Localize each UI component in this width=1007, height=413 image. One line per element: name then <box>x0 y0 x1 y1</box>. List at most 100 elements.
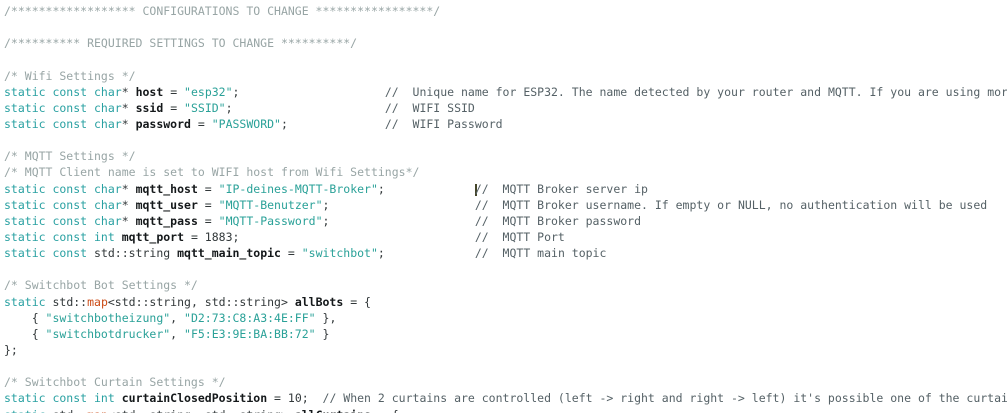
code-token <box>115 391 122 405</box>
code-token: curtainClosedPosition <box>121 391 268 406</box>
code-token: * <box>121 181 136 196</box>
code-token: = <box>163 100 185 115</box>
code-line[interactable] <box>4 358 1007 374</box>
code-token: // MQTT Broker username. If empty or NUL… <box>474 197 988 212</box>
code-token: static const int <box>4 391 115 406</box>
code-token: /****************** CONFIGURATIONS TO CH… <box>4 4 441 18</box>
code-token: // MQTT main topic <box>474 246 607 261</box>
code-line[interactable]: static const char* host = "esp32"; // Un… <box>4 84 1007 100</box>
code-token: ; <box>280 116 385 131</box>
code-line[interactable]: static const char* password = "PASSWORD"… <box>4 116 1007 132</box>
code-token: ssid <box>135 100 164 115</box>
code-token: * <box>121 213 136 228</box>
code-line[interactable]: { "switchbotheizung", "D2:73:C8:A3:4E:FF… <box>4 310 1007 326</box>
code-token: ; <box>232 84 385 99</box>
code-token: static const char <box>4 181 122 196</box>
code-token: = 1883; <box>184 229 475 244</box>
code-token: "switchbotheizung" <box>45 310 171 325</box>
code-token: * <box>121 116 136 131</box>
code-token: "MQTT-Benutzer" <box>218 197 323 212</box>
code-token: host <box>135 84 164 99</box>
code-token: * <box>121 100 136 115</box>
code-token: = { <box>371 408 399 413</box>
code-token: "SSID" <box>184 100 226 115</box>
code-token: static <box>4 408 46 413</box>
code-token: /* Wifi Settings */ <box>4 68 136 83</box>
code-token: = <box>197 197 219 212</box>
code-token: * <box>121 197 136 212</box>
code-token: mqtt_host <box>135 181 198 196</box>
code-line[interactable]: static const char* mqtt_pass = "MQTT-Pas… <box>4 213 1007 229</box>
code-token: "MQTT-Password" <box>218 213 323 228</box>
code-token: // Unique name for ESP32. The name detec… <box>384 84 1007 99</box>
code-line[interactable] <box>4 19 1007 35</box>
code-line[interactable]: }; <box>4 342 1007 358</box>
code-line[interactable]: /* MQTT Settings */ <box>4 148 1007 164</box>
code-token: mqtt_main_topic <box>177 246 281 261</box>
code-line[interactable]: /* MQTT Client name is set to WIFI host … <box>4 164 1007 180</box>
code-token: "D2:73:C8:A3:4E:FF" <box>184 310 316 325</box>
code-token: = <box>197 181 219 196</box>
code-token: "IP-deines-MQTT-Broker" <box>218 181 378 196</box>
code-token: /* MQTT Settings */ <box>4 149 136 164</box>
code-token: = <box>197 213 219 228</box>
code-token: ; <box>322 197 475 212</box>
code-token: mqtt_port <box>121 229 185 244</box>
code-token: static const char <box>4 197 122 212</box>
code-line[interactable]: { "switchbotdrucker", "F5:E3:9E:BA:BB:72… <box>4 326 1007 342</box>
code-token: map <box>87 294 108 309</box>
code-token: , <box>170 310 185 325</box>
code-token: } <box>315 326 330 341</box>
code-token: static const char <box>4 84 122 99</box>
code-token: /********** REQUIRED SETTINGS TO CHANGE … <box>4 36 358 51</box>
code-token: std:: <box>45 294 88 309</box>
code-line[interactable]: /********** REQUIRED SETTINGS TO CHANGE … <box>4 35 1007 51</box>
code-token: "switchbotdrucker" <box>45 326 171 341</box>
code-token: = <box>163 84 185 99</box>
code-line[interactable]: /* Wifi Settings */ <box>4 68 1007 84</box>
code-line[interactable]: static const char* mqtt_user = "MQTT-Ben… <box>4 197 1007 213</box>
code-token: allBots <box>294 294 344 309</box>
code-line[interactable] <box>4 51 1007 67</box>
code-line[interactable]: static std::map<std::string, std::string… <box>4 294 1007 310</box>
code-token: // WIFI Password <box>384 116 503 131</box>
code-token: /* MQTT Client name is set to WIFI host … <box>4 165 420 180</box>
code-token: ; <box>322 213 475 228</box>
code-line[interactable] <box>4 132 1007 148</box>
code-line[interactable]: static const char* ssid = "SSID"; // WIF… <box>4 100 1007 116</box>
code-token: // MQTT Port <box>474 229 565 244</box>
code-token: ; <box>377 246 475 261</box>
code-line[interactable]: /* Switchbot Bot Settings */ <box>4 277 1007 293</box>
code-token: }, <box>315 310 337 325</box>
code-token: ; <box>225 100 385 115</box>
code-token: "esp32" <box>184 84 233 99</box>
code-line[interactable]: static const std::string mqtt_main_topic… <box>4 245 1007 261</box>
code-token: // WIFI SSID <box>384 100 475 115</box>
code-token: , <box>170 326 185 341</box>
code-token: allCurtains <box>295 408 371 413</box>
code-token: "F5:E3:9E:BA:BB:72" <box>184 326 316 341</box>
code-token: static const int <box>4 229 115 244</box>
code-token: = <box>190 116 212 131</box>
code-line[interactable]: static const int mqtt_port = 1883; // MQ… <box>4 229 1007 245</box>
code-token: = { <box>343 294 371 309</box>
code-token: static const char <box>4 116 122 131</box>
code-token: ; <box>377 181 475 196</box>
code-line[interactable]: static std::map<std::string, std::string… <box>4 407 1007 413</box>
code-token: // MQTT Broker server ip <box>474 181 648 196</box>
code-line[interactable] <box>4 261 1007 277</box>
code-token: mqtt_pass <box>135 213 198 228</box>
code-token: = 10; <box>267 391 323 406</box>
code-line[interactable]: /****************** CONFIGURATIONS TO CH… <box>4 3 1007 19</box>
code-token: }; <box>4 342 18 357</box>
code-line[interactable]: static const int curtainClosedPosition =… <box>4 390 1007 406</box>
code-token: "switchbot" <box>301 246 378 261</box>
code-line[interactable]: static const char* mqtt_host = "IP-deine… <box>4 181 1007 197</box>
code-token <box>115 230 122 244</box>
code-line[interactable]: /* Switchbot Curtain Settings */ <box>4 374 1007 390</box>
code-token: mqtt_user <box>135 197 198 212</box>
code-token: <std::string, std::string> <box>108 408 295 413</box>
code-token: = <box>280 246 302 261</box>
code-token: static const char <box>4 100 122 115</box>
